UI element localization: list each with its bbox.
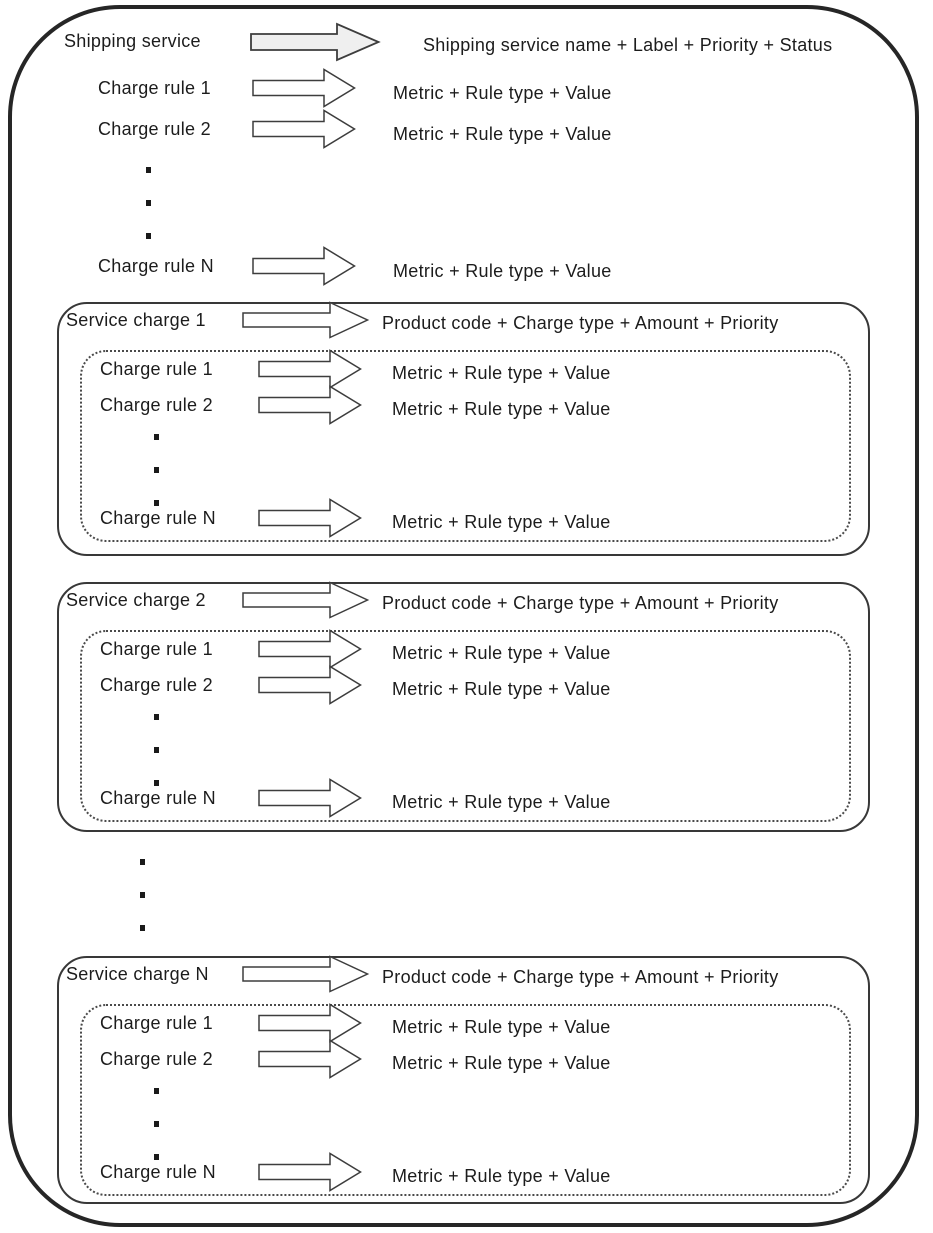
vertical-ellipsis [140,859,146,931]
charge-rule-attributes: Metric + Rule type + Value [393,124,612,144]
service-charge-label: Service charge N [66,964,209,984]
service-charge-attributes: Product code + Charge type + Amount + Pr… [382,967,779,987]
ellipsis-dot [140,859,145,865]
charge-rule-label: Charge rule N [100,1162,216,1182]
service-charge-arrow-right-icon [242,581,370,619]
ellipsis-dot [154,780,159,786]
ellipsis-dot [140,925,145,931]
service-charge-box-n: Service charge N Product code + Charge t… [57,955,870,1204]
shipping-service-label: Shipping service [64,31,201,51]
vertical-ellipsis [154,1088,160,1160]
shipping-service-outer-box: Shipping service Shipping service name +… [8,5,919,1227]
charge-rule-attributes: Metric + Rule type + Value [392,679,611,699]
ellipsis-dot [154,500,159,506]
charge-rule-label: Charge rule 1 [100,639,213,659]
rule-arrow-right-icon [258,349,362,389]
charge-rules-group: Charge rule 1 Metric + Rule type + Value… [80,349,851,542]
rule-arrow-right-icon [258,1039,362,1079]
charge-rule-attributes: Metric + Rule type + Value [393,261,612,281]
service-charge-label: Service charge 1 [66,310,206,330]
charge-rule-attributes: Metric + Rule type + Value [392,643,611,663]
ellipsis-dot [146,233,151,239]
charge-rule-label: Charge rule N [100,788,216,808]
ellipsis-dot [154,714,159,720]
charge-rule-label: Charge rule N [100,508,216,528]
ellipsis-dot [154,1154,159,1160]
service-charge-arrow-right-icon [242,301,370,339]
ellipsis-dot [146,167,151,173]
ellipsis-dot [146,200,151,206]
ellipsis-dot [154,747,159,753]
charge-rule-label: Charge rule 1 [100,359,213,379]
rule-arrow-right-icon [258,778,362,818]
vertical-ellipsis [154,714,160,786]
ellipsis-dot [140,892,145,898]
shipping-arrow-right-icon [250,22,381,62]
ellipsis-dot [154,1088,159,1094]
rule-arrow-right-icon [258,498,362,538]
service-charge-box-1: Service charge 1 Product code + Charge t… [57,301,870,556]
rule-arrow-right-icon [258,385,362,425]
charge-rule-attributes: Metric + Rule type + Value [392,1017,611,1037]
charge-rule-label: Charge rule 2 [98,119,211,139]
service-charge-attributes: Product code + Charge type + Amount + Pr… [382,593,779,613]
vertical-ellipsis [154,434,160,506]
rule-arrow-right-icon [258,1003,362,1043]
rule-arrow-right-icon [252,109,356,149]
service-charge-attributes: Product code + Charge type + Amount + Pr… [382,313,779,333]
rule-arrow-right-icon [258,629,362,669]
ellipsis-dot [154,1121,159,1127]
charge-rule-label: Charge rule N [98,256,214,276]
rule-arrow-right-icon [252,68,356,108]
charge-rule-attributes: Metric + Rule type + Value [392,792,611,812]
charge-rule-label: Charge rule 1 [100,1013,213,1033]
ellipsis-dot [154,434,159,440]
charge-rule-attributes: Metric + Rule type + Value [393,83,612,103]
charge-rule-attributes: Metric + Rule type + Value [392,1166,611,1186]
charge-rule-label: Charge rule 2 [100,1049,213,1069]
charge-rule-attributes: Metric + Rule type + Value [392,1053,611,1073]
charge-rule-label: Charge rule 2 [100,675,213,695]
charge-rules-group: Charge rule 1 Metric + Rule type + Value… [80,629,851,822]
service-charge-box-2: Service charge 2 Product code + Charge t… [57,581,870,832]
rule-arrow-right-icon [252,246,356,286]
service-charge-arrow-right-icon [242,955,370,993]
rule-arrow-right-icon [258,1152,362,1192]
ellipsis-dot [154,467,159,473]
rule-arrow-right-icon [258,665,362,705]
vertical-ellipsis [146,167,152,239]
charge-rule-attributes: Metric + Rule type + Value [392,399,611,419]
charge-rule-label: Charge rule 1 [98,78,211,98]
charge-rule-attributes: Metric + Rule type + Value [392,363,611,383]
service-charge-label: Service charge 2 [66,590,206,610]
charge-rules-group: Charge rule 1 Metric + Rule type + Value… [80,1003,851,1196]
charge-rule-label: Charge rule 2 [100,395,213,415]
shipping-service-attributes: Shipping service name + Label + Priority… [423,35,833,55]
charge-rule-attributes: Metric + Rule type + Value [392,512,611,532]
